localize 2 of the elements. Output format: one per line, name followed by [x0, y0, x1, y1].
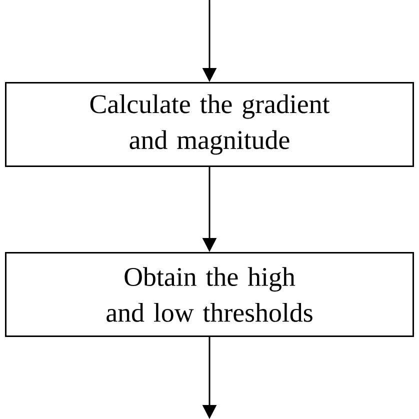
- process-box: Calculate the gradient and magnitude: [5, 82, 414, 167]
- process-box: Obtain the high and low thresholds: [5, 252, 414, 337]
